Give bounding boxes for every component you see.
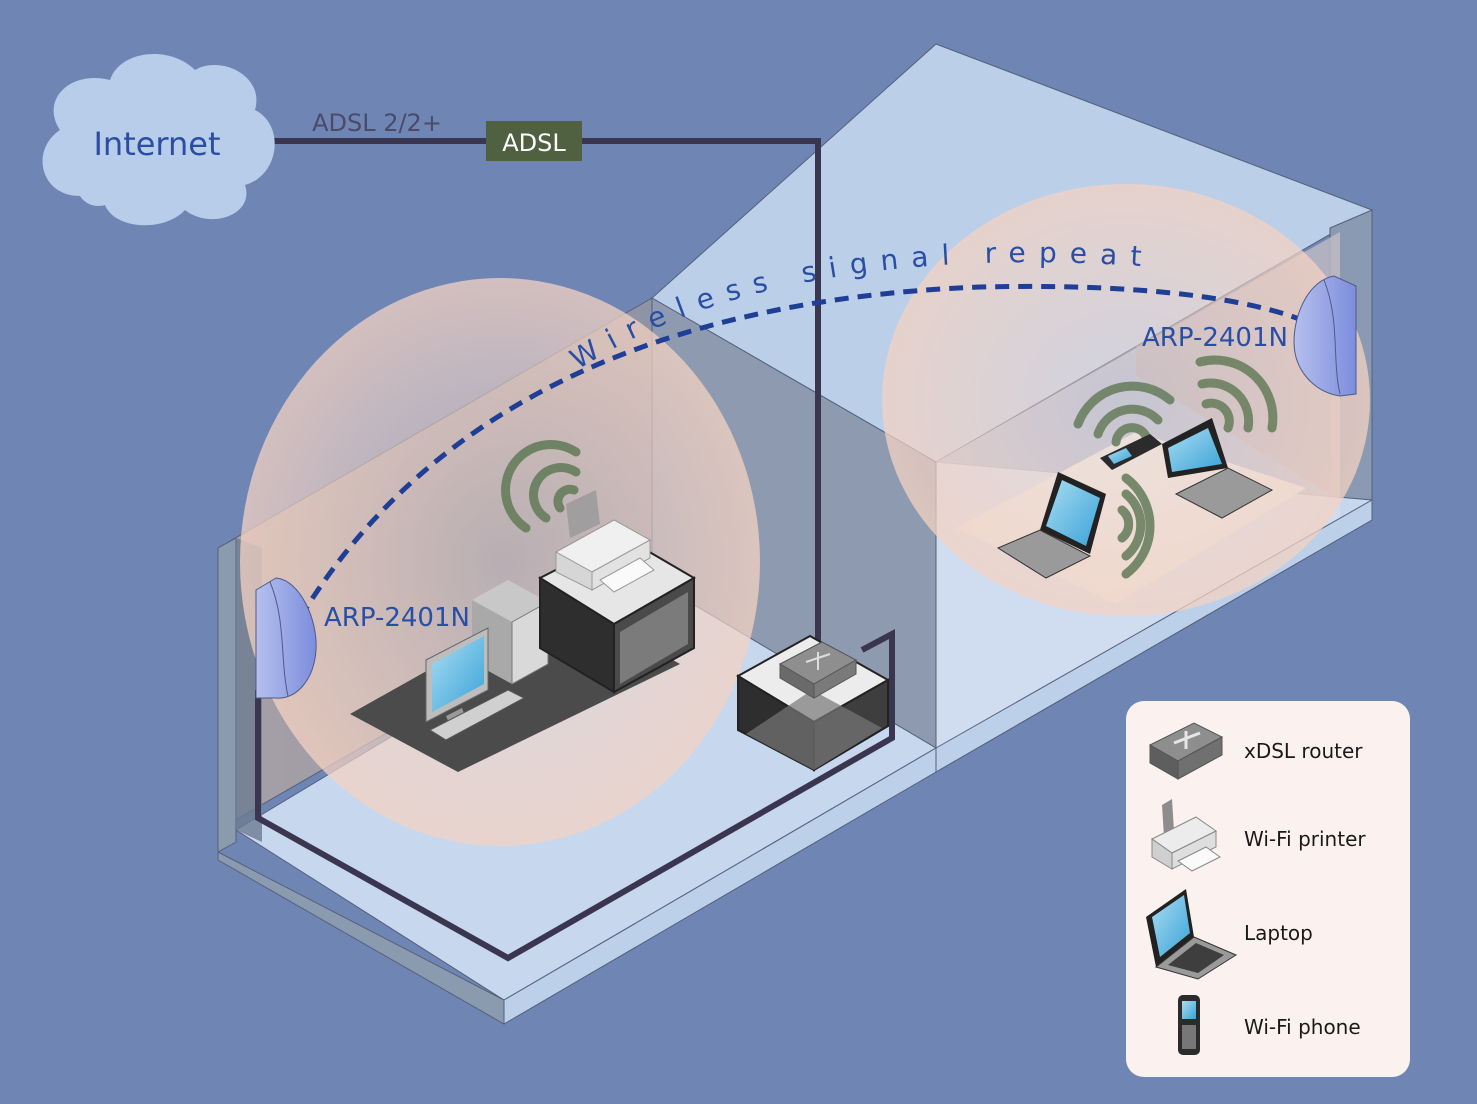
wifi-printer-icon xyxy=(1151,799,1221,872)
legend-item-wifi-printer: Wi-Fi printer xyxy=(1126,799,1410,891)
adsl-modem-label: ADSL xyxy=(502,129,566,157)
legend: xDSL router Wi-Fi printer Laptop Wi-Fi p… xyxy=(1126,701,1410,1077)
printer-wifi-signal-icon xyxy=(501,440,581,533)
adsl-line-label: ADSL 2/2+ xyxy=(312,109,442,137)
legend-item-xdsl-router: xDSL router xyxy=(1126,709,1410,799)
internet-label: Internet xyxy=(93,125,220,163)
printer-table xyxy=(537,534,696,694)
adsl-modem: ADSL xyxy=(486,121,582,161)
right-repeater-label: ARP-2401N xyxy=(1142,323,1288,353)
laptop-1 xyxy=(996,472,1106,579)
laptop-2 xyxy=(1162,418,1274,519)
xdsl-router-icon xyxy=(1148,722,1224,780)
wifi-phone-icon xyxy=(1178,995,1200,1055)
laptop-icon xyxy=(1146,889,1238,980)
internet-cloud: Internet xyxy=(42,53,275,226)
wireless-repeat-link xyxy=(297,283,1303,620)
legend-item-laptop: Laptop xyxy=(1126,889,1410,981)
left-repeater-label: ARP-2401N xyxy=(324,603,470,633)
legend-label: Wi-Fi printer xyxy=(1244,827,1366,851)
laptop2-wifi-signal-icon xyxy=(1195,355,1278,433)
phone-wifi-signal-icon xyxy=(1073,381,1175,447)
right-coverage-zone xyxy=(882,184,1370,616)
left-repeater xyxy=(255,577,317,699)
wifi-printer xyxy=(554,490,655,593)
wifi-phone xyxy=(1100,434,1162,470)
legend-label: Wi-Fi phone xyxy=(1244,1015,1361,1039)
left-coverage-zone xyxy=(240,278,760,846)
right-repeater xyxy=(1293,275,1357,397)
laptop-wifi-signal-icon xyxy=(1117,473,1155,579)
legend-item-wifi-phone: Wi-Fi phone xyxy=(1126,985,1410,1075)
xdsl-router xyxy=(778,641,858,699)
legend-label: Laptop xyxy=(1244,921,1313,945)
lan-cable xyxy=(255,629,895,962)
legend-label: xDSL router xyxy=(1244,739,1363,763)
